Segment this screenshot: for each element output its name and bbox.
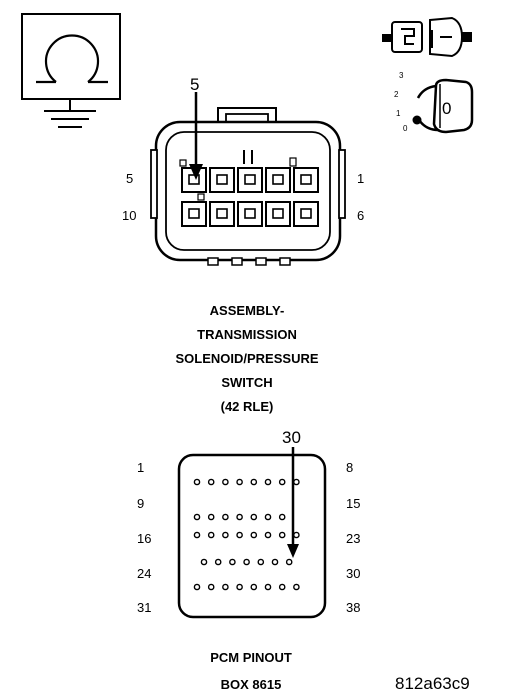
pcm-probe-pin-label: 30: [282, 428, 301, 447]
pcm-pin: [264, 513, 272, 521]
pcm-pin: [236, 513, 243, 521]
component-title: ASSEMBLY- TRANSMISSION SOLENOID/PRESSURE…: [175, 303, 318, 414]
pcm-pin: [222, 478, 229, 486]
pcm-pin: [193, 583, 201, 591]
pcm-pin: [264, 531, 272, 539]
solenoid-connector: [150, 107, 346, 266]
pcm-pin: [264, 478, 272, 486]
connector-probe-arrow: [189, 92, 203, 180]
pcm-pin-label-left-2: 9: [137, 496, 144, 511]
ignition-key-icon: 3 2 1 0 0: [394, 71, 474, 134]
pcm-pin: [278, 513, 286, 521]
pcm-pin: [250, 531, 258, 539]
pcm-pin: [285, 558, 293, 566]
pcm-pin-label-right-4: 30: [346, 566, 360, 581]
connector-pin-label-left-top: 5: [126, 171, 133, 186]
pcm-pin: [250, 513, 258, 521]
pcm-pin: [207, 583, 215, 591]
title-line-5: (42 RLE): [221, 399, 274, 414]
pcm-pin-label-left-3: 16: [137, 531, 151, 546]
disconnect-connector-icon: [382, 16, 472, 58]
pcm-pin: [278, 583, 286, 591]
key-position-marker: [412, 115, 422, 125]
pcm-pin: [257, 558, 265, 566]
pcm-pin: [278, 478, 286, 486]
pcm-connector: [177, 453, 327, 619]
pcm-pin: [207, 513, 215, 521]
pcm-pin-label-right-5: 38: [346, 600, 360, 615]
pcm-pin: [271, 558, 279, 566]
pcm-pin-label-right-3: 23: [346, 531, 360, 546]
pcm-pin: [200, 558, 208, 566]
pcm-pin: [236, 531, 243, 539]
pcm-probe-arrow: [287, 447, 299, 558]
pcm-pin: [222, 531, 229, 539]
pcm-pin: [236, 583, 243, 591]
pcm-pin-label-left-5: 31: [137, 600, 151, 615]
pcm-pin: [193, 478, 201, 486]
pcm-pin: [278, 531, 286, 539]
pcm-pin: [193, 531, 201, 539]
pcm-pin: [250, 478, 258, 486]
pcm-pin-label-right-1: 8: [346, 460, 353, 475]
title-line-4: SWITCH: [221, 375, 272, 390]
pcm-pin: [236, 478, 243, 486]
pcm-pin-grid: [193, 478, 300, 591]
title-line-1: ASSEMBLY-: [210, 303, 285, 318]
pcm-caption-line-2: BOX 8615: [221, 677, 282, 692]
key-position-2: 2: [394, 90, 399, 99]
pcm-pin: [222, 513, 229, 521]
pcm-pin: [243, 558, 250, 566]
connector-pin-label-right-bottom: 6: [357, 208, 364, 223]
key-position-0: 0: [403, 124, 408, 133]
pcm-pin: [293, 478, 300, 486]
pcm-pin: [293, 583, 300, 591]
figure-id: 812a63c9: [395, 674, 470, 693]
pcm-pin: [229, 558, 236, 566]
pcm-pin: [293, 531, 300, 539]
pcm-pin: [250, 583, 258, 591]
pcm-pin-label-right-2: 15: [346, 496, 360, 511]
ohmmeter-symbol: [21, 13, 121, 128]
pcm-pin-label-left-4: 24: [137, 566, 151, 581]
key-position-1: 1: [396, 109, 401, 118]
connector-probe-pin-label: 5: [190, 75, 199, 94]
pcm-pin: [193, 513, 201, 521]
pcm-caption-line-1: PCM PINOUT: [210, 650, 292, 665]
connector-pin-label-left-bottom: 10: [122, 208, 136, 223]
pcm-pin: [214, 558, 222, 566]
pcm-pin: [207, 531, 215, 539]
pcm-pin-label-left-1: 1: [137, 460, 144, 475]
pcm-pin: [207, 478, 215, 486]
connector-pin-label-right-top: 1: [357, 171, 364, 186]
pcm-pin: [222, 583, 229, 591]
title-line-2: TRANSMISSION: [197, 327, 297, 342]
key-position-3: 3: [399, 71, 404, 80]
title-line-3: SOLENOID/PRESSURE: [175, 351, 318, 366]
key-label: 0: [442, 99, 451, 118]
pcm-pin: [264, 583, 272, 591]
